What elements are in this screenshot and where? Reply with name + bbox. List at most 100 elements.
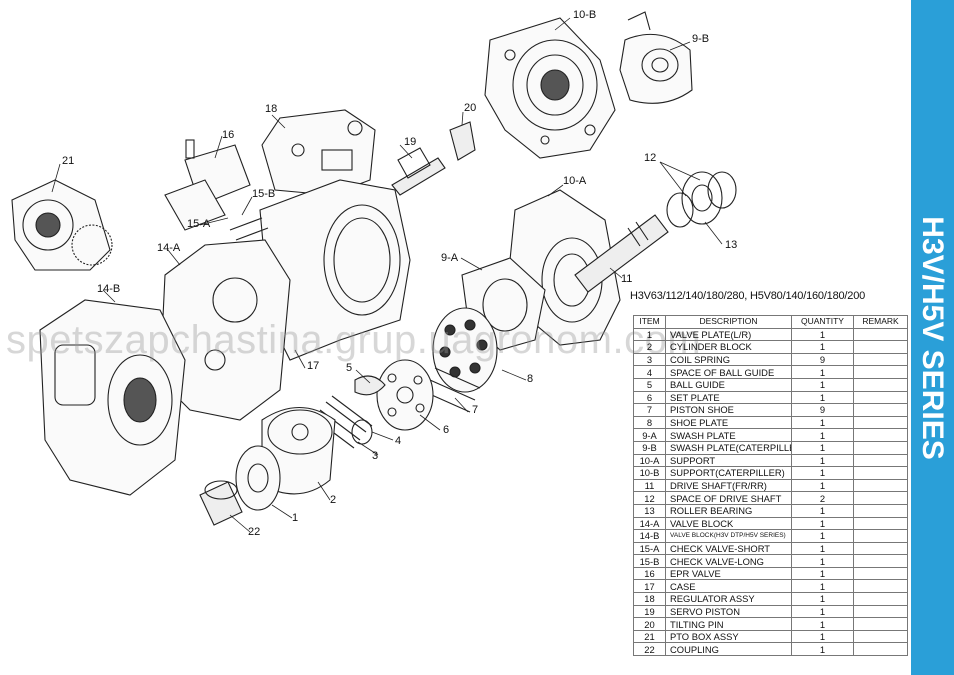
callout-8: 8 [527,373,534,385]
item-cell: 11 [633,478,666,493]
item-cell: 10-A [633,453,666,468]
item-cell: 20 [633,617,666,631]
quantity-cell: 1 [791,604,854,619]
remark-cell [853,340,908,354]
item-cell: 22 [633,642,666,657]
quantity-cell: 1 [791,529,854,543]
quantity-cell: 1 [791,478,854,493]
callout-9-a: 9-A [441,252,459,264]
callout-6: 6 [443,424,450,436]
quantity-cell: 1 [791,453,854,468]
table-header-row: ITEM DESCRIPTION QUANTITY REMARK [633,315,908,329]
item-cell: 17 [633,579,666,594]
remark-cell [853,327,908,342]
regulator-part [261,109,376,196]
quantity-cell: 1 [791,642,854,657]
callout-15-a: 15-A [187,218,211,230]
description-cell: VALVE BLOCK [665,516,792,531]
remark-cell [853,516,908,531]
quantity-cell: 1 [791,340,854,354]
description-cell: SET PLATE [665,390,792,405]
callout-11: 11 [621,273,633,285]
description-cell: SERVO PISTON [665,604,792,619]
description-cell: CYLINDER BLOCK [665,340,792,354]
quantity-cell: 1 [791,440,854,455]
quantity-cell: 1 [791,327,854,342]
remark-cell [853,365,908,379]
item-cell: 13 [633,503,666,518]
item-cell: 19 [633,604,666,619]
remark-cell [853,529,908,543]
quantity-cell: 1 [791,592,854,606]
item-cell: 6 [633,390,666,405]
remark-cell [853,415,908,430]
item-cell: 3 [633,352,666,367]
description-cell: DRIVE SHAFT(FR/RR) [665,478,792,493]
callout-18: 18 [265,103,278,115]
remark-cell [853,466,908,480]
cylinder-block-part [261,406,336,495]
remark-cell [853,453,908,468]
callout-10-a: 10-A [563,175,587,187]
description-cell: SWASH PLATE [665,428,792,442]
callout-12: 12 [644,152,657,164]
callout-14-b: 14-B [97,283,121,295]
callout-7: 7 [472,404,479,416]
servo-piston-part [391,147,446,196]
callout-2: 2 [330,494,337,506]
item-cell: 9-B [633,440,666,455]
remark-cell [853,541,908,556]
remark-cell [853,592,908,606]
description-cell: SUPPORT [665,453,792,468]
item-cell: 7 [633,403,666,417]
callout-4: 4 [395,435,402,447]
remark-cell [853,403,908,417]
description-cell: CHECK VALVE-LONG [665,554,792,568]
item-cell: 4 [633,365,666,379]
remark-cell [853,377,908,392]
callout-15-b: 15-B [252,188,276,200]
remark-cell [853,491,908,505]
description-cell: REGULATOR ASSY [665,592,792,606]
shoe-plate-part [432,307,498,393]
quantity-cell: 1 [791,377,854,392]
description-cell: PISTON SHOE [665,403,792,417]
description-cell: CASE [665,579,792,594]
callout-16: 16 [222,129,235,141]
description-cell: SUPPORT(CATERPILLER) [665,466,792,480]
item-cell: 16 [633,566,666,581]
remark-cell [853,629,908,644]
remark-cell [853,503,908,518]
quantity-cell: 2 [791,491,854,505]
coupling-part [199,480,243,526]
quantity-cell: 9 [791,403,854,417]
item-cell: 10-B [633,466,666,480]
drive-shaft-part [574,214,669,293]
model-line: H3V63/112/140/180/280, H5V80/140/160/180… [630,290,866,302]
description-cell: COUPLING [665,642,792,657]
callout-3: 3 [372,450,379,462]
item-cell: 21 [633,629,666,644]
ball-guide-part [354,375,386,396]
description-cell: PTO BOX ASSY [665,629,792,644]
quantity-cell: 1 [791,516,854,531]
pto-box-part [11,179,113,271]
roller-bearing-part [666,171,737,228]
remark-cell [853,566,908,581]
swash-plate-caterpiller-part [619,11,693,104]
item-cell: 15-B [633,554,666,568]
item-cell: 14-A [633,516,666,531]
